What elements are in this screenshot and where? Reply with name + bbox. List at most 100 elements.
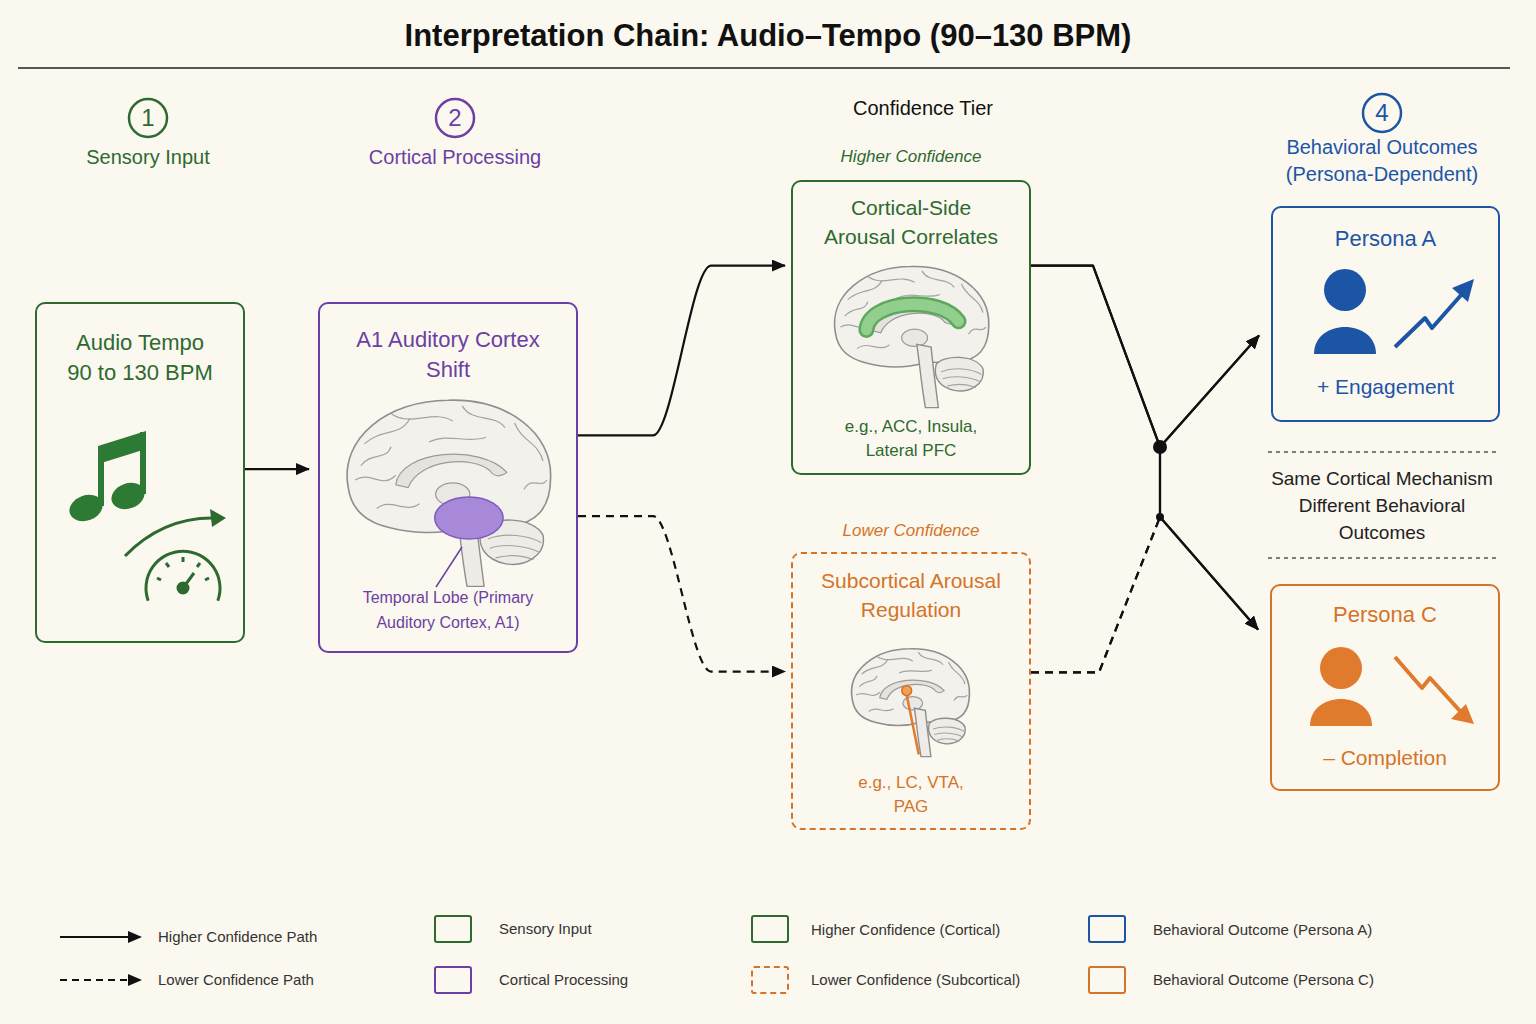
- legend-arrow-head: [128, 931, 142, 943]
- junction-dot: [1156, 513, 1164, 521]
- step-number: 2: [436, 104, 474, 132]
- connector-path: [1031, 266, 1160, 517]
- step-circle: [436, 99, 474, 137]
- connector-path: [245, 468, 309, 470]
- mechanism-note: Same Cortical Mechanism Different Behavi…: [1265, 465, 1500, 546]
- persona-icon: [1320, 647, 1362, 689]
- connector-path: [1160, 517, 1258, 630]
- legend-swatch: [751, 966, 789, 994]
- brain-illustration: [866, 304, 958, 330]
- connector-path: [1031, 517, 1160, 672]
- legend-swatch: [1088, 966, 1126, 994]
- persona-icon: [1314, 327, 1376, 354]
- legend-label: Sensory Input: [499, 920, 592, 938]
- diagram-title: Interpretation Chain: Audio–Tempo (90–13…: [0, 18, 1536, 54]
- legend-label: Behavioral Outcome (Persona A): [1153, 921, 1372, 939]
- persona-icon: [1314, 269, 1376, 354]
- step-number: 4: [1363, 99, 1401, 127]
- music-note-icon: [108, 478, 149, 513]
- process-box: A1 Auditory Cortex ShiftTemporal Lobe (P…: [318, 302, 578, 653]
- music-note-icon: [98, 446, 104, 506]
- connector-path: [1031, 266, 1160, 447]
- tier-heading: Confidence Tier: [793, 96, 1053, 120]
- legend-line-sample: [58, 972, 144, 988]
- connector-path: [1031, 517, 1160, 672]
- legend-line-sample: [60, 979, 130, 981]
- connector: [578, 516, 785, 671]
- brain-illustration: [435, 497, 503, 539]
- divider-line: [1268, 451, 1496, 452]
- box-text: e.g., LC, VTA, PAG: [849, 771, 974, 819]
- legend-label: Behavioral Outcome (Persona C): [1153, 971, 1374, 989]
- leader-line: [436, 547, 462, 587]
- trend-down-arrow: [1451, 704, 1474, 724]
- step-circle: [129, 99, 167, 137]
- tempo-gauge-icon: [205, 578, 209, 580]
- box-heading: A1 Auditory Cortex Shift: [343, 325, 553, 385]
- box-text: Temporal Lobe (Primary Auditory Cortex, …: [333, 585, 563, 635]
- step-circle: [129, 94, 1401, 137]
- box-heading: Audio Tempo 90 to 130 BPM: [64, 328, 216, 388]
- step-label: Sensory Input: [33, 145, 263, 169]
- legend-label: Higher Confidence (Cortical): [811, 921, 1000, 939]
- legend-swatch: [434, 966, 472, 994]
- tempo-gauge-icon: [157, 578, 161, 580]
- music-note-icon: [140, 432, 146, 494]
- connector-path: [1160, 336, 1259, 447]
- box-heading: Persona A: [1271, 225, 1500, 253]
- box-heading: Lower Confidence: [791, 520, 1031, 542]
- legend-label: Lower Confidence Path: [158, 971, 314, 989]
- legend-swatch: [434, 915, 472, 943]
- outcome-box: Persona C– Completion: [1270, 584, 1500, 791]
- music-note-icon: [66, 431, 149, 526]
- legend-label: Higher Confidence Path: [158, 928, 317, 946]
- connector-path: [578, 516, 785, 671]
- connector-layer: [245, 266, 1259, 673]
- trend-up-arrow: [1452, 279, 1474, 302]
- brain-illustration: [835, 266, 989, 407]
- tempo-gauge-icon: [197, 563, 200, 567]
- tempo-gauge-icon: [166, 563, 169, 567]
- brain-illustration: [852, 649, 970, 757]
- trend-down-arrow: [1395, 657, 1474, 724]
- tempo-gauge-icon: [125, 509, 226, 601]
- step-circle: [1363, 94, 1401, 132]
- connector: [1031, 517, 1258, 672]
- connector-path: [1160, 517, 1258, 630]
- trend-up-arrow: [1395, 279, 1474, 347]
- legend-swatch: [751, 915, 789, 943]
- box-text: Subcortical Arousal Regulation: [821, 566, 1001, 624]
- tempo-gauge-icon: [178, 583, 188, 593]
- confidence-box: Lower ConfidenceSubcortical Arousal Regu…: [791, 518, 1031, 830]
- persona-icon: [1310, 647, 1372, 726]
- tempo-gauge-icon: [210, 509, 226, 527]
- connector: [1031, 266, 1259, 447]
- brain-illustration: [852, 649, 970, 757]
- input-box: Audio Tempo 90 to 130 BPM: [35, 302, 245, 643]
- brain-illustration: [866, 304, 958, 330]
- legend-line-sample: [60, 936, 130, 938]
- tempo-gauge-icon: [146, 551, 220, 601]
- tempo-gauge-icon: [125, 518, 212, 556]
- box-text: – Completion: [1270, 744, 1500, 772]
- junction-dot: [1153, 440, 1167, 454]
- legend-arrow-head: [128, 974, 142, 986]
- trend-down-arrow: [1395, 657, 1460, 711]
- step-label: Cortical Processing: [325, 145, 585, 169]
- persona-icon: [1324, 269, 1366, 311]
- connector: [245, 469, 309, 470]
- music-note-icon: [98, 431, 146, 464]
- connector: [1031, 336, 1259, 673]
- step-number: 1: [129, 104, 167, 132]
- connector-path: [578, 266, 785, 436]
- brain-illustration: [347, 400, 551, 586]
- brain-illustration: [907, 695, 919, 754]
- legend-label: Cortical Processing: [499, 971, 628, 989]
- confidence-box: Higher ConfidenceCortical-Side Arousal C…: [791, 145, 1031, 475]
- divider-line: [1268, 557, 1496, 558]
- legend-line-sample: [58, 929, 144, 945]
- tempo-gauge-icon: [183, 573, 194, 588]
- connector: [1031, 266, 1258, 630]
- legend-swatch: [1088, 915, 1126, 943]
